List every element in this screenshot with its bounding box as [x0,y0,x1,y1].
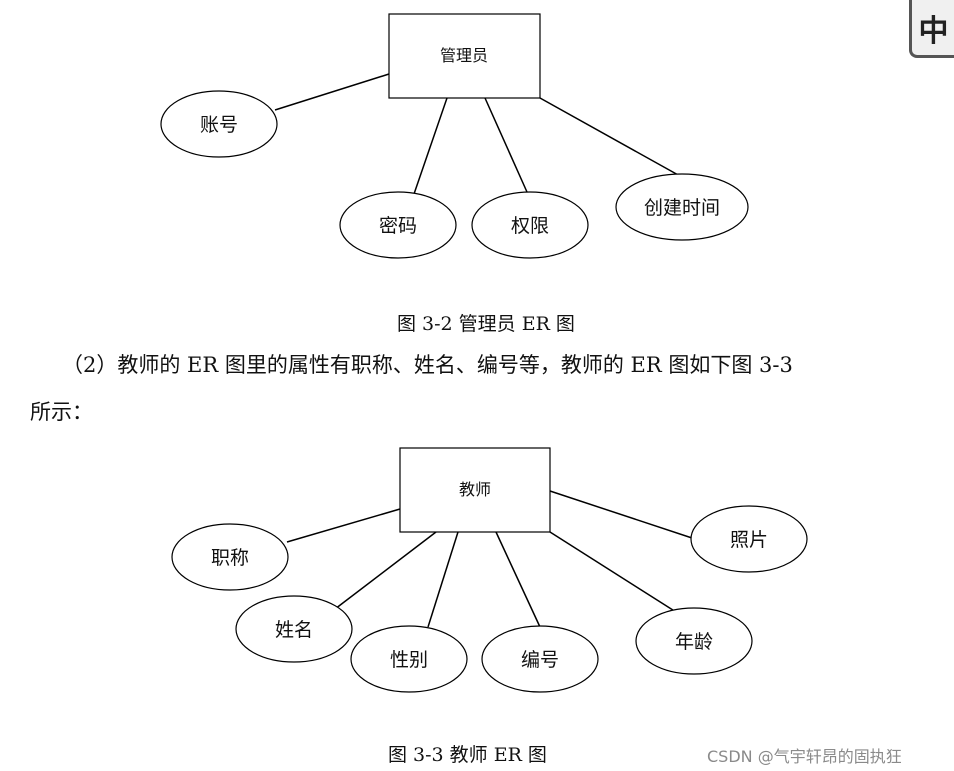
connector-teacher-age [549,531,677,613]
entity-teacher-label: 教师 [459,480,491,499]
attr-gender-label: 性别 [390,649,428,671]
attr-password-ellipse [339,191,457,259]
attr-age-ellipse [635,607,753,675]
attr-permission-label: 权限 [511,215,549,237]
attr-id-label: 编号 [521,649,559,671]
er-diagram-teacher: 教师 职称 姓名 性别 编号 年龄 照片 [171,447,808,693]
connector-teacher-title [286,508,401,543]
attr-photo-ellipse [690,505,808,573]
connector-teacher-id [495,531,541,628]
attr-permission-ellipse [471,191,589,259]
er-diagram-admin: 管理员 账号 密码 权限 创建时间 [160,13,749,259]
connector-teacher-photo [549,490,693,539]
attr-password-label: 密码 [379,215,417,237]
connector-teacher-gender [427,531,459,628]
attr-title-ellipse [171,523,289,591]
attr-gender-ellipse [350,625,468,693]
attr-created-time-ellipse [615,173,749,241]
connector-admin-created-time [539,97,681,177]
attr-name-ellipse [235,595,353,663]
attr-id-ellipse [481,625,599,693]
attr-account-label: 账号 [200,114,238,136]
paragraph-line-1: （2）教师的 ER 图里的属性有职称、姓名、编号等，教师的 ER 图如下图 3-… [62,353,793,377]
figure-caption-admin: 图 3-2 管理员 ER 图 [397,313,575,335]
connector-admin-permission [484,97,528,193]
watermark-text: CSDN @气宇轩昂的固执狂 [707,747,902,766]
paragraph-line-2: 所示： [30,400,93,424]
attr-age-label: 年龄 [675,631,713,653]
attr-account-ellipse [160,90,278,158]
connector-admin-account [274,73,390,111]
attr-photo-label: 照片 [730,529,768,551]
attr-title-label: 职称 [211,547,249,569]
entity-admin-box [388,13,541,99]
entity-teacher-box [399,447,551,533]
figure-caption-teacher: 图 3-3 教师 ER 图 [388,744,547,766]
attr-name-label: 姓名 [275,619,313,641]
attr-created-time-label: 创建时间 [644,197,720,219]
entity-admin-label: 管理员 [440,46,488,65]
ime-indicator-icon[interactable]: 中 [909,0,954,58]
connector-admin-password [413,97,448,195]
connector-teacher-name [334,531,437,610]
